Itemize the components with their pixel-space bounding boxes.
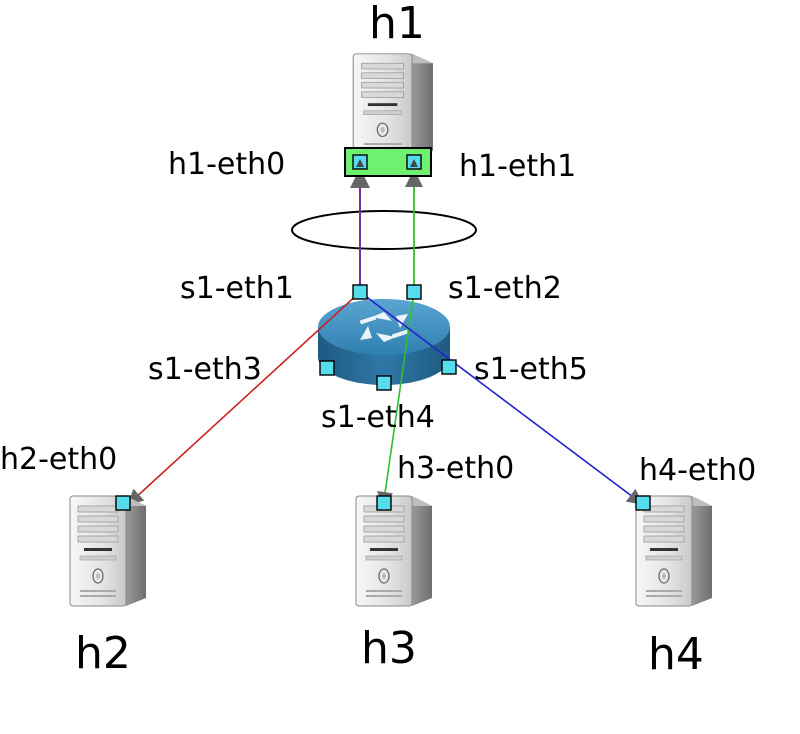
port-s1-eth4[interactable] bbox=[376, 375, 392, 391]
server-tower-icon bbox=[355, 495, 433, 607]
iface-label-s1-eth3: s1-eth3 bbox=[148, 352, 262, 387]
iface-label-s1-eth5: s1-eth5 bbox=[474, 352, 588, 387]
server-tower-icon bbox=[352, 53, 434, 159]
bond-ellipse bbox=[291, 210, 477, 250]
port-s1-eth2[interactable] bbox=[406, 284, 422, 300]
server-tower-icon bbox=[69, 495, 147, 607]
port-s1-eth1[interactable] bbox=[352, 284, 368, 300]
iface-label-s1-eth2: s1-eth2 bbox=[448, 271, 562, 306]
host-label-h2: h2 bbox=[75, 628, 131, 679]
iface-label-h1-eth1: h1-eth1 bbox=[459, 149, 576, 184]
port-s1-eth5[interactable] bbox=[441, 359, 457, 375]
link-s1-h3 bbox=[377, 291, 415, 508]
port-h3-eth0[interactable] bbox=[376, 495, 392, 511]
host-label-h3: h3 bbox=[361, 623, 417, 674]
host-h4[interactable] bbox=[635, 495, 713, 607]
host-label-h4: h4 bbox=[648, 629, 704, 680]
iface-label-h1-eth0: h1-eth0 bbox=[168, 147, 285, 182]
switch-ports bbox=[319, 284, 457, 391]
iface-label-s1-eth1: s1-eth1 bbox=[180, 271, 294, 306]
port-s1-eth3[interactable] bbox=[319, 360, 335, 376]
host-h3[interactable] bbox=[355, 495, 433, 607]
link-s1-h4 bbox=[359, 291, 644, 505]
server-tower-icon bbox=[635, 495, 713, 607]
host-label-h1: h1 bbox=[369, 0, 425, 49]
link-s1-h2 bbox=[127, 291, 361, 506]
host-h1[interactable] bbox=[344, 53, 434, 177]
switch-s1-icon[interactable] bbox=[318, 299, 450, 385]
iface-label-h3-eth0: h3-eth0 bbox=[397, 451, 514, 486]
links bbox=[127, 168, 644, 508]
iface-label-h4-eth0: h4-eth0 bbox=[639, 453, 756, 488]
iface-label-h2-eth0: h2-eth0 bbox=[0, 442, 117, 477]
iface-label-s1-eth4: s1-eth4 bbox=[321, 400, 435, 435]
port-h4-eth0[interactable] bbox=[635, 495, 651, 511]
port-h2-eth0[interactable] bbox=[115, 495, 131, 511]
host-h2[interactable] bbox=[69, 495, 147, 607]
